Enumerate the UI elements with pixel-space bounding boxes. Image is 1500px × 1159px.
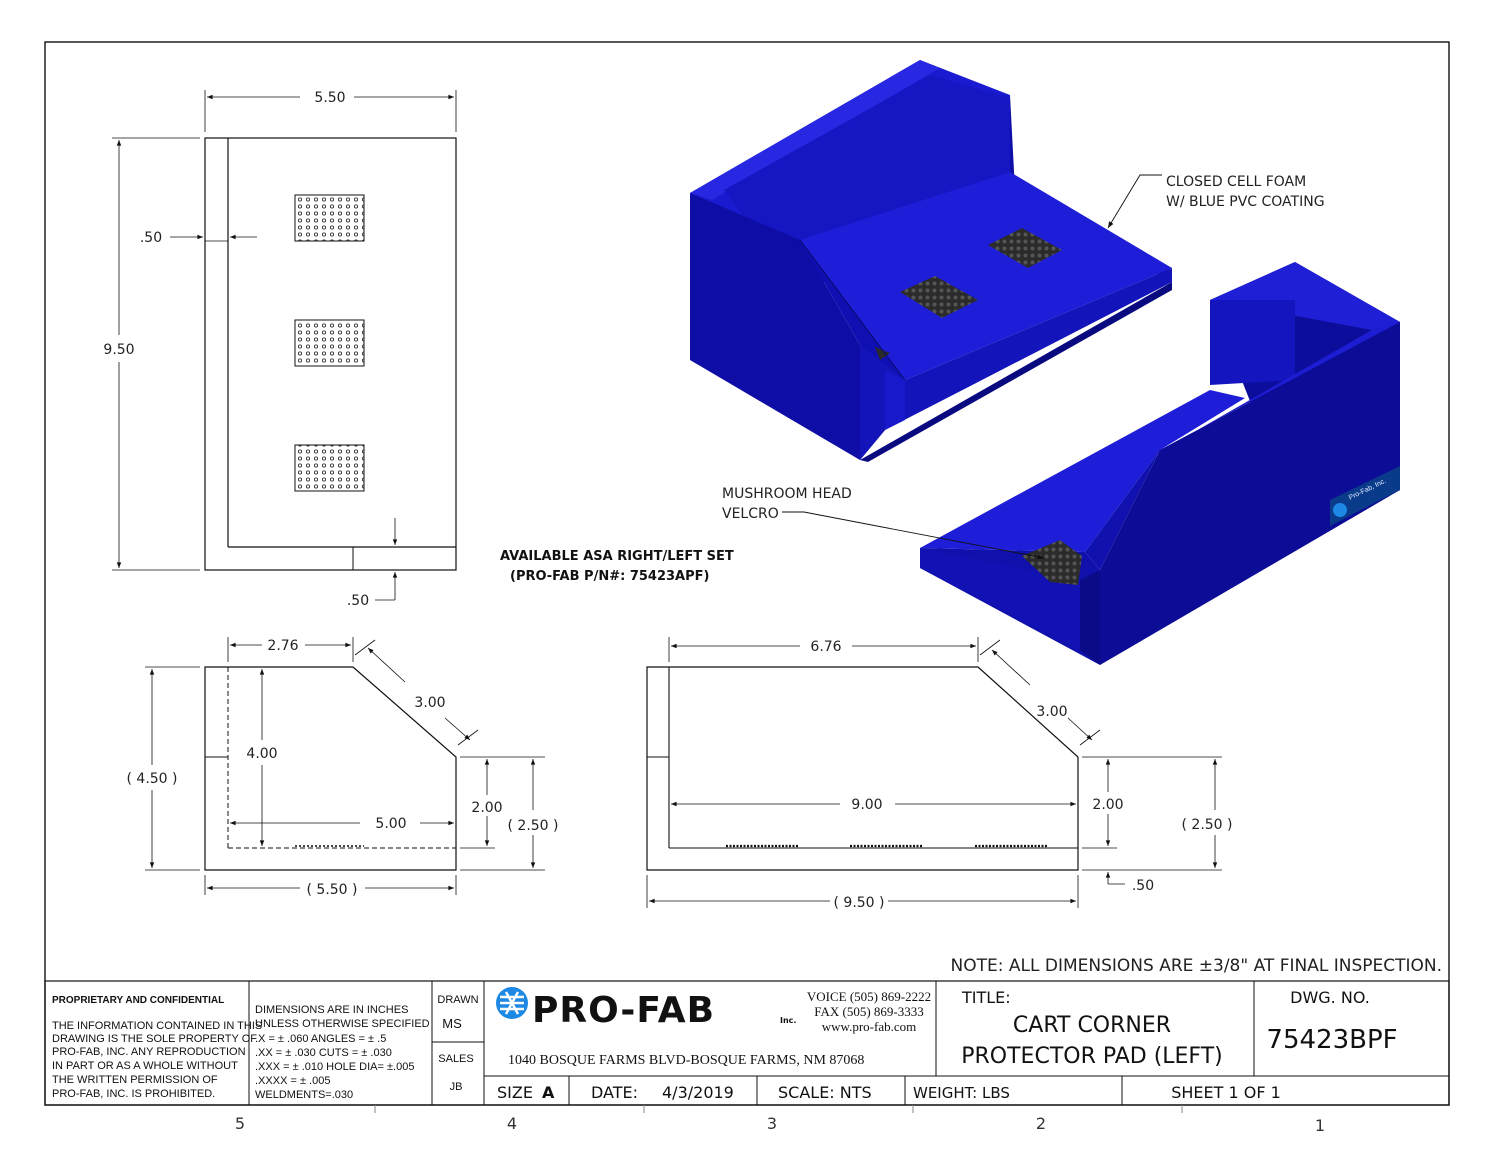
size-value: A [542, 1083, 555, 1102]
velcro-patch [294, 194, 365, 242]
part-title-line2: PROTECTOR PAD (LEFT) [961, 1044, 1222, 1069]
tolerance-line: .XXX = ± .010 HOLE DIA= ±.005 [255, 1061, 414, 1073]
company-suffix: Inc. [780, 1016, 796, 1025]
foam-callout-line1: CLOSED CELL FOAM [1166, 174, 1306, 190]
proprietary-line: PRO-FAB, INC. IS PROHIBITED. [52, 1088, 215, 1100]
velcro-patch [1022, 540, 1082, 585]
top-view: 5.50 9.50 .50 .50 [103, 90, 457, 609]
dwg-label: DWG. NO. [1290, 988, 1370, 1007]
zone-markers: 5 4 3 2 1 [235, 1105, 1325, 1135]
logo-icon [1333, 503, 1347, 517]
zone-label: 4 [507, 1114, 517, 1133]
proprietary-title: PROPRIETARY AND CONFIDENTIAL [52, 995, 224, 1006]
set-callout-line1: AVAILABLE ASA RIGHT/LEFT SET [500, 549, 734, 564]
fax-phone: FAX (505) 869-3333 [814, 1004, 924, 1019]
tolerance-line: WELDMENTS=.030 [255, 1089, 353, 1101]
velcro-patch [900, 276, 978, 318]
side-low-height-dim: 2.00 [1092, 797, 1123, 813]
voice-phone: VOICE (505) 869-2222 [807, 989, 931, 1004]
velcro-patch [988, 228, 1062, 268]
proprietary-line: THE INFORMATION CONTAINED IN THIS [52, 1020, 262, 1032]
company-address: 1040 BOSQUE FARMS BLVD-BOSQUE FARMS, NM … [508, 1053, 864, 1068]
website: www.pro-fab.com [822, 1019, 916, 1034]
side-base-dim: .50 [1132, 878, 1154, 894]
proprietary-line: THE WRITTEN PERMISSION OF [52, 1074, 218, 1086]
company-logo: PRO-FAB Inc. [496, 987, 796, 1031]
logo-patch [1330, 466, 1400, 526]
end-flat-dim: 2.76 [267, 638, 298, 654]
velcro-patch [294, 444, 365, 492]
side-inner-length-dim: 9.00 [851, 797, 882, 813]
foam-callout-line2: W/ BLUE PVC COATING [1166, 194, 1325, 210]
top-height-dim: 9.50 [103, 342, 134, 358]
tolerance-line: DIMENSIONS ARE IN INCHES [255, 1004, 408, 1016]
date-value: 4/3/2019 [662, 1083, 734, 1102]
zone-label: 2 [1036, 1114, 1046, 1133]
size-label: SIZE [497, 1083, 533, 1102]
drawn-value: MS [442, 1016, 462, 1031]
zone-label: 3 [767, 1114, 777, 1133]
side-view: 6.76 3.00 9.00 2.00 ( 2.50 ) .50 ( 9.50 … [646, 637, 1233, 911]
velcro-callout-line2: VELCRO [722, 506, 779, 522]
zone-label: 5 [235, 1114, 245, 1133]
weight-label: WEIGHT: LBS [913, 1084, 1010, 1102]
part-title-line1: CART CORNER [1013, 1013, 1171, 1038]
company-name: PRO-FAB [532, 990, 715, 1031]
velcro-callout-line1: MUSHROOM HEAD [722, 486, 852, 502]
end-inner-height-dim: 4.00 [246, 746, 277, 762]
isometric-pad-left [690, 60, 1172, 462]
tolerance-line: UNLESS OTHERWISE SPECIFIED [255, 1018, 430, 1030]
title-label: TITLE: [961, 988, 1011, 1007]
side-overall-length-dim: ( 9.50 ) [834, 895, 885, 911]
side-flat-dim: 6.76 [810, 639, 841, 655]
drawn-label: DRAWN [437, 994, 478, 1006]
tolerance-line: .XX = ± .030 CUTS = ± .030 [255, 1047, 392, 1059]
proprietary-line: DRAWING IS THE SOLE PROPERTY OF [52, 1033, 257, 1045]
title-block: PROPRIETARY AND CONFIDENTIAL THE INFORMA… [44, 980, 1450, 1106]
proprietary-line: IN PART OR AS A WHOLE WITHOUT [52, 1060, 238, 1072]
proprietary-line: PRO-FAB, INC. ANY REPRODUCTION [52, 1046, 246, 1058]
end-low-overall-dim: ( 2.50 ) [508, 818, 559, 834]
zone-label: 1 [1315, 1116, 1325, 1135]
top-width-dim: 5.50 [314, 90, 345, 106]
tolerance-note: NOTE: ALL DIMENSIONS ARE ±3/8" AT FINAL … [951, 956, 1442, 976]
top-base-dim: .50 [347, 593, 369, 609]
side-chamfer-dim: 3.00 [1036, 704, 1067, 720]
dwg-number: 75423BPF [1266, 1025, 1397, 1055]
date-label: DATE: [591, 1083, 638, 1102]
tolerance-line: .XXXX = ± .005 [255, 1075, 330, 1087]
end-overall-width-dim: ( 5.50 ) [307, 882, 358, 898]
end-view: 2.76 3.00 4.00 ( 4.50 ) 2.00 ( 2.50 ) 5.… [127, 637, 559, 898]
set-callout-line2: (PRO-FAB P/N#: 75423APF) [510, 569, 709, 584]
tolerance-line: .X = ± .060 ANGLES = ± .5 [255, 1033, 386, 1045]
sales-value: JB [450, 1081, 463, 1093]
end-chamfer-dim: 3.00 [414, 695, 445, 711]
end-inner-length-dim: 5.00 [375, 816, 406, 832]
end-overall-height-dim: ( 4.50 ) [127, 771, 178, 787]
top-wall-dim: .50 [140, 230, 162, 246]
end-low-height-dim: 2.00 [471, 800, 502, 816]
isometric-pad-right: Pro-Fab, Inc. [920, 262, 1400, 665]
scale-label: SCALE: NTS [778, 1083, 872, 1102]
side-low-overall-dim: ( 2.50 ) [1182, 817, 1233, 833]
sales-label: SALES [438, 1053, 473, 1065]
velcro-patch [294, 319, 365, 367]
sheet-label: SHEET 1 OF 1 [1171, 1083, 1281, 1102]
